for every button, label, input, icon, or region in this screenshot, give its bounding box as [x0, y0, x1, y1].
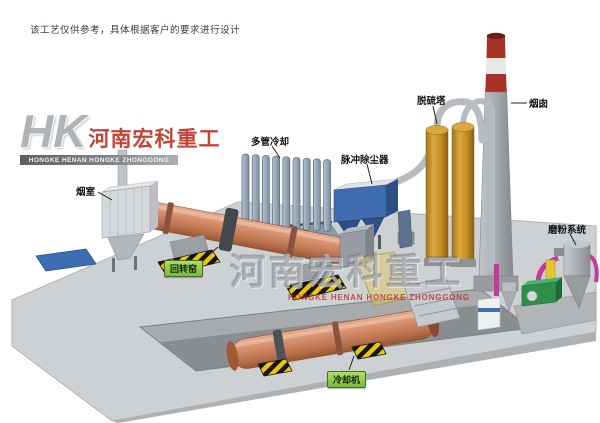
cooler-cylinder	[226, 307, 440, 377]
desulfurization-towers	[424, 122, 476, 267]
label-multi-tube-cooler: 多管冷却	[251, 137, 290, 148]
company-name-cn: 河南宏科重工	[88, 128, 221, 151]
label-chimney: 烟囱	[529, 99, 549, 110]
company-logo: HK 河南宏科重工 HONGKE HENAN HONGKE ZHONGGONG	[20, 105, 219, 165]
label-pulse-dust-collector: 脉冲除尘器	[341, 155, 389, 166]
label-cooler: 冷却机	[327, 371, 367, 388]
company-name-en: HONGKE HENAN HONGKE ZHONGGONG	[20, 154, 178, 165]
label-desulfurization-tower: 脱硫塔	[417, 96, 446, 107]
disclaimer-text: 该工艺仅供参考，具体根据客户的要求进行设计	[30, 25, 241, 36]
label-smoke-chamber: 烟室	[76, 187, 96, 198]
chimney-graphic	[473, 32, 519, 292]
label-grinding-system: 磨粉系统	[548, 225, 587, 236]
kiln-hood-and-stairs	[339, 224, 461, 328]
grinding-system-graphic	[477, 240, 599, 335]
smoke-chamber-graphic	[101, 149, 159, 272]
label-rotary-kiln: 回转窑	[164, 260, 204, 277]
hk-logo: HK	[20, 105, 87, 157]
leader-lines	[97, 102, 577, 371]
rotary-kiln-graphic	[127, 199, 352, 301]
